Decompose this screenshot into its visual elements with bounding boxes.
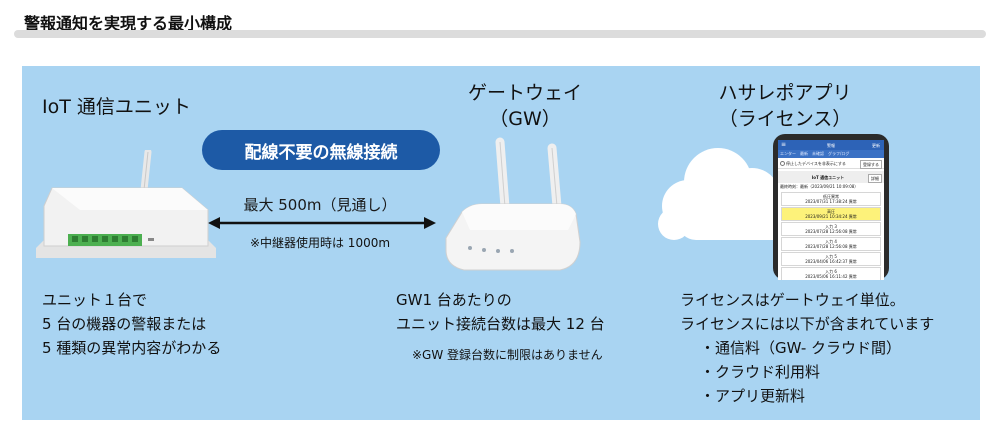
unit-header: IoT 通信ユニット — [42, 96, 191, 118]
license-items: ・通信料（GW- クラウド間） ・クラウド利用料 ・アプリ更新料 — [700, 336, 901, 408]
alarm-row-time: 2023/09/21 10:34:24 異常 — [805, 214, 857, 219]
app-header-sub: （ライセンス） — [718, 108, 852, 130]
checkbox-icon[interactable] — [780, 161, 785, 166]
app-desc-line: ライセンスには以下が含まれています — [680, 315, 935, 333]
page-title: 警報通知を実現する最小構成 — [24, 14, 233, 33]
wireless-badge: 配線不要の無線接続 — [202, 130, 440, 170]
app-description: ライセンスはゲートウェイ単位。 ライセンスには以下が含まれています — [680, 288, 934, 336]
gateway-description: GW1 台あたりの ユニット接続台数は最大 12 台 — [396, 288, 605, 336]
alarm-row-label: 入力 6 — [825, 269, 837, 274]
detail-button[interactable]: 詳細 — [868, 174, 882, 183]
alarm-row-time: 2023/05/06 16:11:42 異常 — [805, 274, 857, 279]
alarm-row-label: 入力 4 — [825, 239, 837, 244]
app-tabs[interactable]: エンター 最新 未確認 グラフ/ログ — [778, 150, 884, 158]
unit-desc-line: ユニット１台で — [42, 291, 148, 309]
license-item: ・アプリ更新料 — [700, 387, 806, 405]
range-label: 最大 500m（見通し） — [243, 196, 397, 214]
alarm-row-label: 高圧 — [827, 209, 835, 214]
register-button[interactable]: 登録する — [860, 160, 882, 169]
gateway-note: ※GW 登録台数に制限はありません — [412, 348, 603, 362]
phone-screen: ≡ 警報 更新 エンター 最新 未確認 グラフ/ログ 停止したデバイスを非表示に… — [778, 140, 884, 280]
menu-icon[interactable]: ≡ — [781, 141, 787, 148]
iot-unit-device — [36, 150, 216, 258]
alarm-row-time: 2023/04/06 16:42:37 異常 — [805, 259, 857, 264]
license-item: ・通信料（GW- クラウド間） — [700, 339, 902, 357]
range-note: ※中継器使用時は 1000m — [249, 236, 391, 250]
unit-description: ユニット１台で 5 台の機器の警報または 5 種類の異常内容がわかる — [42, 288, 221, 360]
license-item: ・クラウド利用料 — [700, 363, 821, 381]
alarm-row-label: 入力 3 — [825, 224, 837, 229]
gateway-header-sub: （GW） — [489, 108, 561, 130]
alarm-row-time: 2023/07/28 12:56:08 異常 — [805, 244, 857, 249]
unit-card-subtitle: 最終時刻：最新（2023/09/21 10:09:08） — [780, 184, 859, 189]
hide-stopped-label: 停止したデバイスを非表示にする — [786, 161, 846, 166]
gateway-device — [445, 137, 581, 271]
wireless-arrow — [208, 217, 436, 229]
unit-desc-line: 5 台の機器の警報または — [42, 315, 207, 333]
gateway-desc-line: ユニット接続台数は最大 12 台 — [396, 315, 605, 333]
gateway-desc-line: GW1 台あたりの — [396, 291, 512, 309]
app-header: ハサレポアプリ — [718, 82, 852, 104]
phone-frame: ≡ 警報 更新 エンター 最新 未確認 グラフ/ログ 停止したデバイスを非表示に… — [773, 134, 889, 280]
gateway-header: ゲートウェイ — [467, 82, 582, 104]
app-bar-title: 警報 — [827, 143, 835, 148]
refresh-button[interactable]: 更新 — [872, 143, 880, 148]
unit-desc-line: 5 種類の異常内容がわかる — [42, 339, 222, 357]
app-bar: ≡ 警報 更新 — [778, 140, 884, 150]
app-desc-line: ライセンスはゲートウェイ単位。 — [680, 291, 905, 309]
alarm-row-label: 入力 5 — [825, 254, 837, 259]
title-underline — [14, 30, 986, 38]
alarm-row-time: 2023/07/28 12:56:08 異常 — [805, 229, 857, 234]
alarm-row-label: 低圧異常 — [823, 194, 839, 199]
alarm-row-time: 2023/07/31 17:38:24 異常 — [805, 199, 857, 204]
unit-card-title: IoT 通信ユニット — [811, 175, 845, 180]
